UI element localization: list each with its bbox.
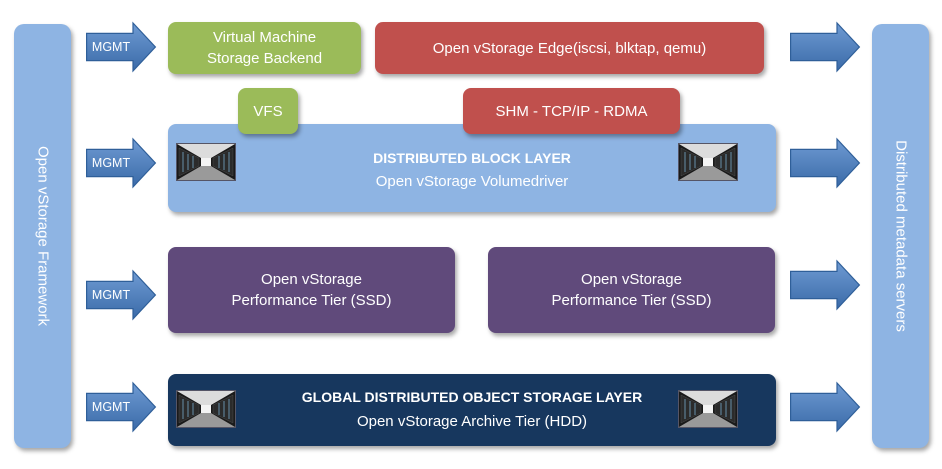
mgmt-label-2: MGMT [91,156,131,170]
shm-connector: SHM - TCP/IP - RDMA [463,88,680,134]
metadata-arrow-4 [789,374,861,440]
perf-tier-1-line1: Open vStorage [261,271,362,288]
server-room-icon [176,390,236,428]
performance-tier-box-1: Open vStorage Performance Tier (SSD) [168,247,455,333]
vm-backend-line2: Storage Backend [206,50,323,67]
mgmt-label-4: MGMT [91,400,131,414]
mgmt-label-1: MGMT [91,40,131,54]
mgmt-arrow-3: MGMT [85,262,157,328]
server-room-icon [678,143,738,181]
object-layer-subtitle: Open vStorage Archive Tier (HDD) [356,412,588,430]
vm-storage-backend-box: Virtual Machine Storage Backend [168,22,361,74]
edge-label: Open vStorage Edge(iscsi, blktap, qemu) [432,39,707,57]
right-arrow-icon [789,130,861,196]
mgmt-arrow-1: MGMT [85,14,157,80]
mgmt-arrow-2: MGMT [85,130,157,196]
perf-tier-2-line1: Open vStorage [581,271,682,288]
framework-panel: Open vStorage Framework [14,24,71,448]
metadata-arrow-1 [789,14,861,80]
right-arrow-icon [789,14,861,80]
edge-box: Open vStorage Edge(iscsi, blktap, qemu) [375,22,764,74]
vfs-label: VFS [253,102,283,120]
mgmt-label-3: MGMT [91,288,131,302]
vm-backend-line1: Virtual Machine [212,29,317,46]
mgmt-arrow-4: MGMT [85,374,157,440]
metadata-servers-label: Distributed metadata servers [892,140,909,332]
performance-tier-box-2: Open vStorage Performance Tier (SSD) [488,247,775,333]
vfs-connector: VFS [238,88,298,134]
block-layer-title: DISTRIBUTED BLOCK LAYER [373,150,571,166]
perf-tier-1-line2: Performance Tier (SSD) [231,292,392,309]
metadata-arrow-3 [789,252,861,318]
server-room-icon [176,143,236,181]
right-arrow-icon [789,252,861,318]
metadata-servers-panel: Distributed metadata servers [872,24,929,448]
shm-label: SHM - TCP/IP - RDMA [495,102,648,120]
metadata-arrow-2 [789,130,861,196]
object-storage-layer: GLOBAL DISTRIBUTED OBJECT STORAGE LAYER … [168,374,776,446]
object-layer-title: GLOBAL DISTRIBUTED OBJECT STORAGE LAYER [301,388,643,405]
right-arrow-icon [789,374,861,440]
framework-label: Open vStorage Framework [34,145,51,327]
distributed-block-layer: DISTRIBUTED BLOCK LAYER Open vStorage Vo… [168,124,776,212]
block-layer-subtitle: Open vStorage Volumedriver [375,173,569,190]
perf-tier-2-line2: Performance Tier (SSD) [551,292,712,309]
server-room-icon [678,390,738,428]
